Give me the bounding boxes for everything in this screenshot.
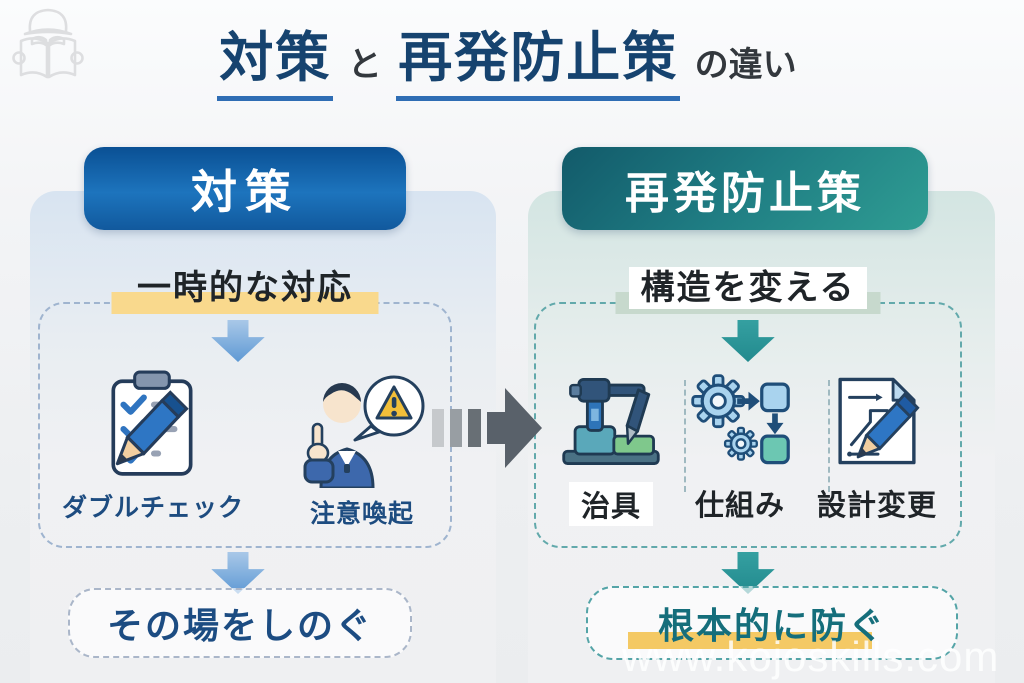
design-document-icon — [838, 377, 920, 465]
reading-figure-logo-icon — [12, 8, 84, 79]
title-keyword-taisaku: 対策 — [217, 26, 334, 101]
list-item: 注意喚起 — [296, 368, 428, 530]
list-item: ダブルチェック — [62, 368, 244, 524]
down-arrow-icon — [211, 552, 265, 594]
title-suffix: の違い — [694, 46, 797, 84]
item-label: 仕組み — [694, 490, 785, 522]
left-subheading-text: 一時的な対応 — [137, 269, 353, 307]
list-item: 仕組み — [688, 368, 792, 524]
gears-flow-icon — [691, 374, 790, 465]
right-conclusion-box: 根本的に防ぐ — [586, 586, 958, 660]
person-alert-icon — [303, 375, 425, 488]
yellow-highlight-bar — [628, 632, 872, 649]
left-items-row: ダブルチェック 注意喚起 — [38, 368, 452, 530]
dashed-divider — [828, 380, 830, 492]
title-keyword-saihatsuboushisaku: 再発防止策 — [396, 26, 681, 101]
watermark: www.kojoskills.com — [622, 633, 1000, 680]
yellow-highlight-bar — [111, 292, 379, 314]
left-conclusion-box: その場をしのぐ — [68, 588, 412, 658]
list-item: 設計変更 — [817, 368, 937, 524]
dashed-divider — [684, 380, 686, 492]
down-arrow-icon — [211, 320, 265, 362]
item-label: ダブルチェック — [61, 494, 244, 522]
list-item: 治具 — [559, 368, 663, 526]
right-items-row: 治具 — [534, 368, 962, 526]
item-label: 治具 — [568, 482, 653, 526]
left-header-badge: 対策 — [84, 147, 406, 230]
down-arrow-icon — [721, 552, 775, 594]
right-header-badge: 再発防止策 — [562, 147, 928, 230]
item-label: 注意喚起 — [309, 500, 414, 528]
left-subheading: 一時的な対応 — [38, 260, 452, 314]
left-conclusion-text: その場をしのぐ — [106, 605, 373, 646]
right-subheading: 構造を変える — [534, 260, 962, 314]
checklist-pencil-icon — [111, 370, 193, 476]
item-label: 設計変更 — [816, 490, 937, 522]
right-conclusion-text: 根本的に防ぐ — [657, 605, 886, 646]
down-arrow-icon — [721, 320, 775, 362]
right-subheading-text: 構造を変える — [628, 267, 868, 309]
transition-arrow-icon — [432, 388, 542, 468]
page-title: 対策 と 再発防止策 の違い — [0, 26, 1024, 101]
jig-machine-icon — [562, 377, 660, 465]
title-connector: と — [347, 46, 382, 84]
